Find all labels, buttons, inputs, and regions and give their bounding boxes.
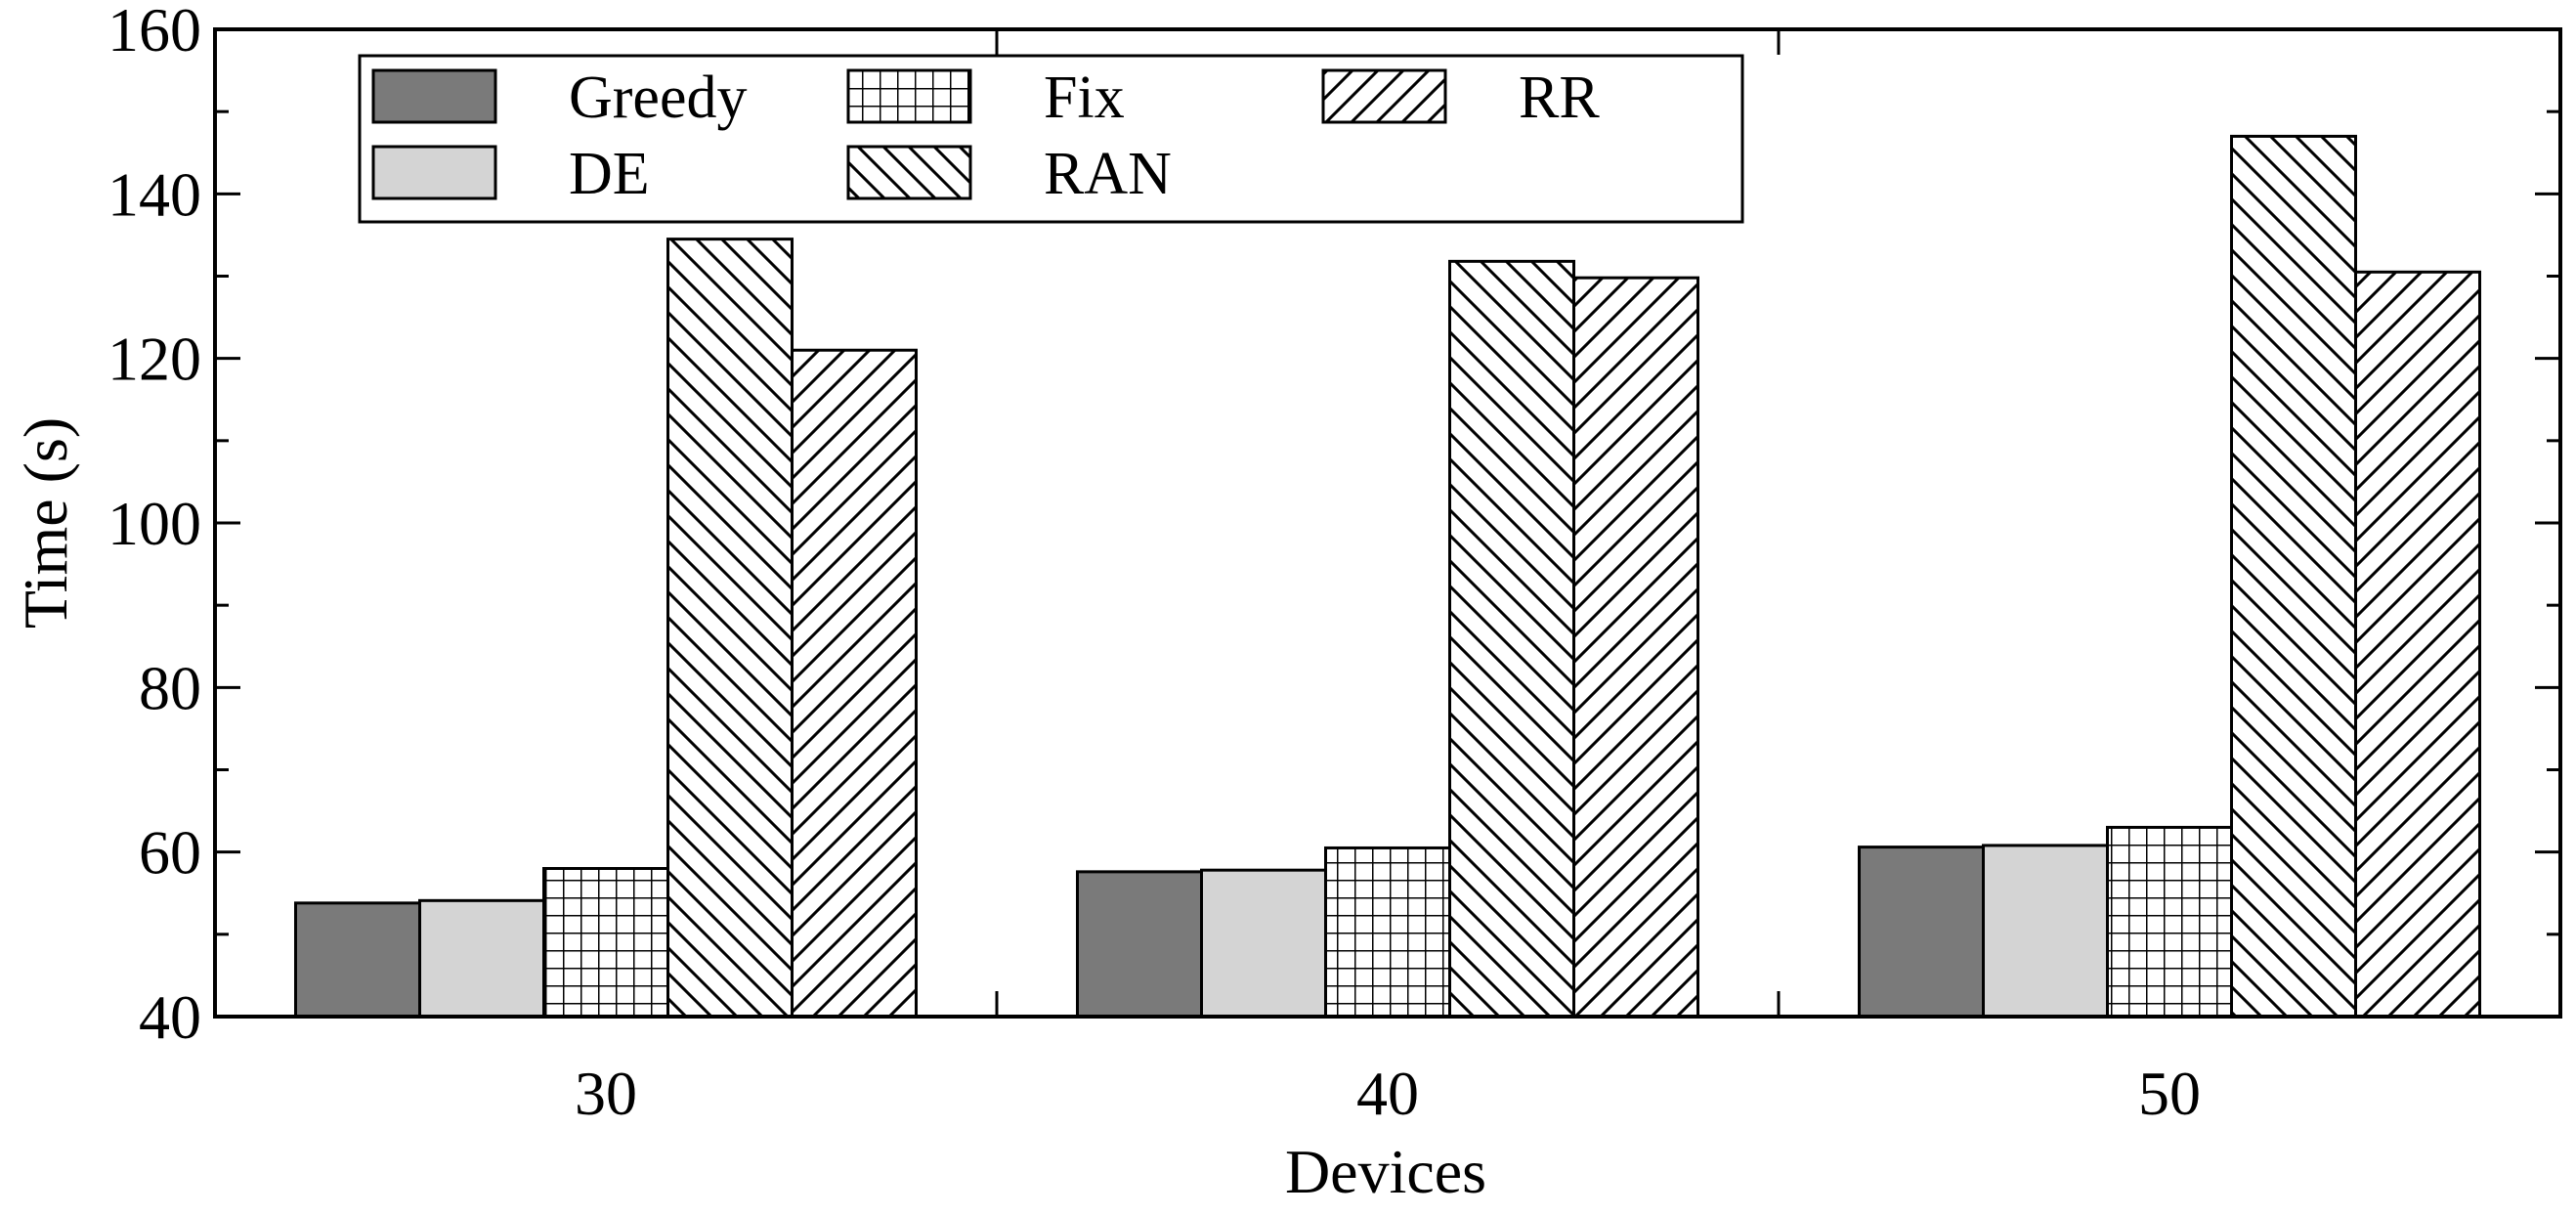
bar-ran-30 — [666, 238, 794, 1019]
bar-greedy-40 — [1076, 870, 1203, 1019]
x-tick-label-30: 30 — [575, 1059, 637, 1128]
legend-swatch-greedy — [371, 68, 497, 124]
x-axis-label: Devices — [1285, 1137, 1486, 1206]
y-tick-label: 80 — [139, 653, 201, 722]
bar-fix-50 — [2106, 825, 2233, 1019]
bar-fix-40 — [1324, 846, 1451, 1019]
y-tick-label: 160 — [107, 0, 201, 65]
bars-layer — [294, 134, 2481, 1019]
legend-label-ran: RAN — [1044, 141, 1172, 207]
legend-label-rr: RR — [1519, 65, 1600, 131]
y-axis-label: Time (s) — [11, 417, 80, 629]
y-tick-label: 120 — [107, 325, 201, 394]
bar-fix-30 — [542, 867, 669, 1019]
legend-frame — [358, 54, 1744, 224]
bar-de-30 — [418, 898, 545, 1019]
bar-greedy-30 — [294, 901, 421, 1019]
legend-swatch-ran — [846, 145, 972, 200]
y-tick-label: 60 — [139, 818, 201, 888]
bar-de-50 — [1982, 844, 2109, 1019]
bar-greedy-50 — [1858, 846, 1985, 1019]
y-axis: 40 60 80 100 120 140 160 — [107, 0, 2560, 1052]
legend-swatch-fix — [846, 68, 972, 124]
bar-rr-50 — [2354, 270, 2481, 1019]
y-tick-label: 140 — [107, 159, 201, 229]
bar-ran-40 — [1448, 259, 1575, 1019]
legend-label-fix: Fix — [1044, 65, 1125, 131]
legend-label-de: DE — [569, 141, 650, 207]
x-tick-label-50: 50 — [2138, 1059, 2201, 1128]
bar-ran-50 — [2230, 134, 2357, 1019]
y-tick-label: 100 — [107, 489, 201, 558]
bar-de-40 — [1200, 868, 1327, 1019]
legend-swatch-rr — [1321, 68, 1447, 124]
bar-rr-40 — [1572, 276, 1699, 1019]
x-axis: 30 40 50 — [575, 29, 2201, 1128]
legend-swatch-de — [371, 145, 497, 200]
legend-label-greedy: Greedy — [569, 65, 747, 131]
y-tick-label: 40 — [139, 982, 201, 1052]
bar-rr-30 — [791, 348, 918, 1019]
x-tick-label-40: 40 — [1356, 1059, 1419, 1128]
